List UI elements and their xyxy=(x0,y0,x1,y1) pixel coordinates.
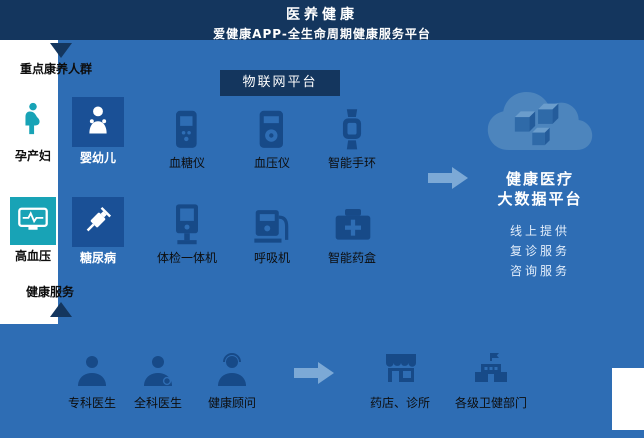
checkup-kiosk-icon xyxy=(170,203,204,247)
iot-platform-button: 物联网平台 xyxy=(220,70,340,96)
blood-pressure-monitor-icon xyxy=(255,108,289,152)
page-title: 医养健康 xyxy=(286,7,358,23)
platform-service: 咨询服务 xyxy=(509,264,570,278)
device-label: 智能手环 xyxy=(327,156,376,170)
smart-pillbox-icon xyxy=(333,206,373,244)
main-panel: 重点康养人群 孕产妇 婴幼儿 高血压 糖尿病 健康服务 xyxy=(0,40,644,438)
platform-name-line2: 大数据平台 xyxy=(497,190,583,208)
provider-label: 专科医生 xyxy=(67,396,116,410)
arrow-up-icon xyxy=(50,302,72,317)
health-service-label: 健康服务 xyxy=(26,285,75,299)
arrow-down-icon xyxy=(50,43,72,58)
device-label: 血糖仪 xyxy=(168,156,205,170)
flow-arrow-right-icon xyxy=(428,167,468,189)
syringe-icon xyxy=(82,204,114,240)
cloud-data-icon xyxy=(482,82,598,160)
group-tile-infant xyxy=(72,97,124,147)
group-label-pregnant: 孕产妇 xyxy=(14,149,51,163)
device-label: 呼吸机 xyxy=(253,251,290,265)
baby-icon xyxy=(83,104,113,140)
heart-monitor-icon xyxy=(17,205,49,237)
glucose-meter-icon xyxy=(170,108,204,152)
page-subtitle: 爱健康APP-全生命周期健康服务平台 xyxy=(213,27,431,41)
population-section-label: 重点康养人群 xyxy=(20,62,93,76)
group-tile-pregnant xyxy=(10,97,56,145)
smart-band-icon xyxy=(335,108,369,152)
corner-white-patch xyxy=(612,368,644,430)
doctor-icon xyxy=(140,352,176,388)
device-label: 血压仪 xyxy=(253,156,290,170)
platform-service: 复诊服务 xyxy=(509,244,570,258)
provider-label: 健康顾问 xyxy=(207,396,256,410)
doctor-icon xyxy=(74,352,110,388)
group-label-hypertension: 高血压 xyxy=(14,249,51,263)
group-tile-diabetes xyxy=(72,197,124,247)
device-label: 体检一体机 xyxy=(156,251,217,265)
pregnant-woman-icon xyxy=(19,100,47,142)
group-label-infant: 婴幼儿 xyxy=(79,151,116,165)
consultant-icon xyxy=(214,352,250,388)
ventilator-icon xyxy=(253,203,291,247)
left-panel-background xyxy=(0,40,58,324)
provider-label: 全科医生 xyxy=(133,396,182,410)
destination-label: 各级卫健部门 xyxy=(454,396,527,410)
device-label: 智能药盒 xyxy=(327,251,376,265)
pharmacy-store-icon xyxy=(382,352,420,386)
group-tile-hypertension xyxy=(10,197,56,245)
flow-arrow-right-icon xyxy=(294,362,334,384)
platform-service: 线上提供 xyxy=(509,224,570,238)
group-label-diabetes: 糖尿病 xyxy=(79,251,116,265)
header: 医养健康 爱健康APP-全生命周期健康服务平台 xyxy=(0,0,644,41)
platform-name-line1: 健康医疗 xyxy=(505,170,574,188)
government-building-icon xyxy=(472,352,510,386)
destination-label: 药店、诊所 xyxy=(369,396,430,410)
